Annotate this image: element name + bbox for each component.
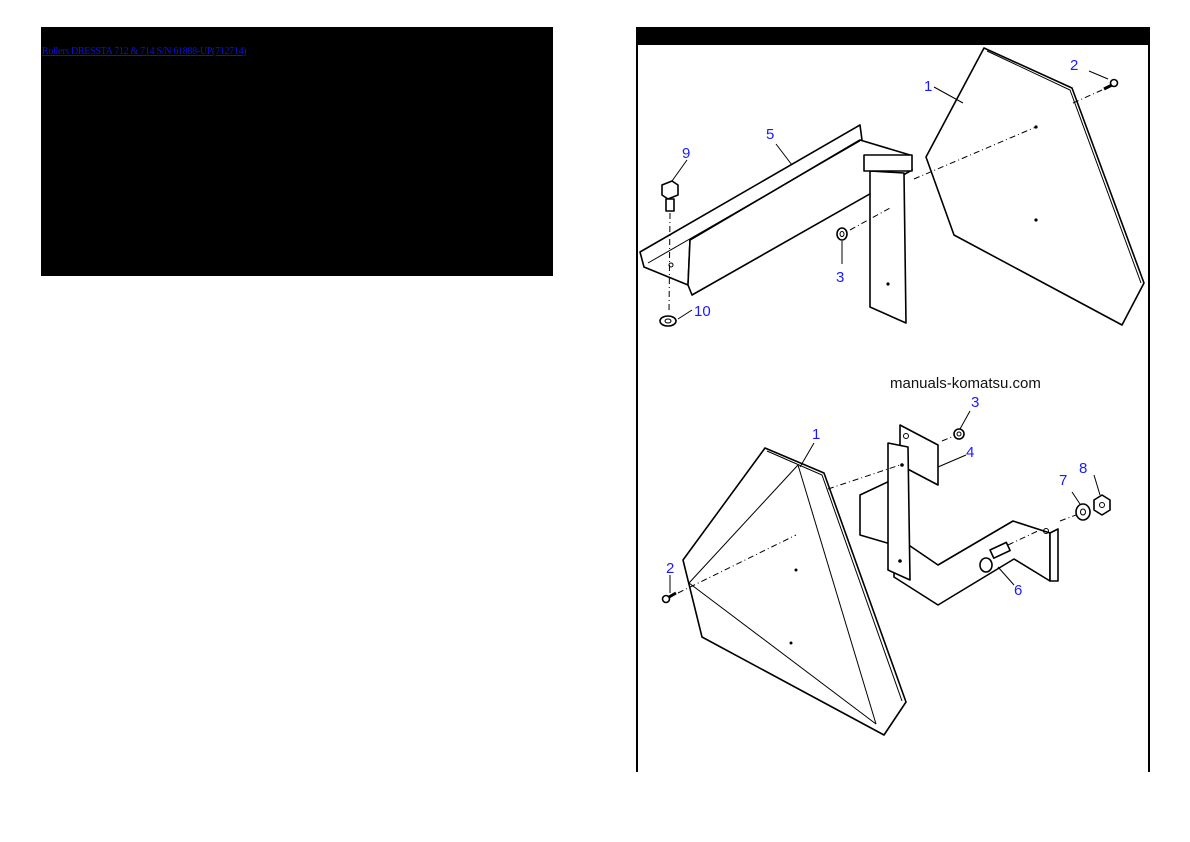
- watermark-text: manuals-komatsu.com: [890, 375, 1041, 392]
- bolt-part-6: [979, 541, 1011, 573]
- screw-part-2-bottom: [661, 591, 677, 604]
- callout-3-top: 3: [836, 269, 844, 286]
- plate-part-1-bottom: [682, 447, 907, 736]
- callout-2-bottom: 2: [666, 560, 674, 577]
- washer-part-7: [1075, 503, 1091, 521]
- channel-bracket-part-5: [639, 124, 913, 324]
- nut-part-3-top: [836, 227, 848, 241]
- callout-2-top: 2: [1070, 57, 1078, 74]
- bracket-part-4: [859, 424, 1059, 606]
- model-link[interactable]: Rollers DRESSTA 712 & 714 S/N 61888-UP(7…: [42, 46, 247, 57]
- callout-3-bottom: 3: [971, 394, 979, 411]
- callout-1-bottom: 1: [812, 426, 820, 443]
- exploded-parts-diagram: 1 2 5 9 3 10 manuals-komatsu.com: [639, 47, 1145, 736]
- nut-part-8: [1093, 494, 1111, 516]
- plate-part-1-top: [925, 47, 1145, 326]
- callout-8-bottom: 8: [1079, 460, 1087, 477]
- callout-4-bottom: 4: [966, 444, 974, 461]
- diagram-header-bar: [638, 27, 1148, 45]
- left-black-panel: Rollers DRESSTA 712 & 714 S/N 61888-UP(7…: [41, 27, 553, 276]
- callout-5-top: 5: [766, 126, 774, 143]
- callout-7-bottom: 7: [1059, 472, 1067, 489]
- nut-part-3-bottom: [953, 428, 965, 440]
- bolt-part-9: [661, 180, 679, 212]
- callout-1-top: 1: [924, 78, 932, 95]
- callout-10-top: 10: [694, 303, 711, 320]
- screw-part-2-top: [1103, 78, 1119, 91]
- parts-diagram-panel: 1 2 5 9 3 10 manuals-komatsu.com: [636, 27, 1150, 772]
- washer-part-10: [659, 315, 677, 327]
- callout-9-top: 9: [682, 145, 690, 162]
- callout-6-bottom: 6: [1014, 582, 1022, 599]
